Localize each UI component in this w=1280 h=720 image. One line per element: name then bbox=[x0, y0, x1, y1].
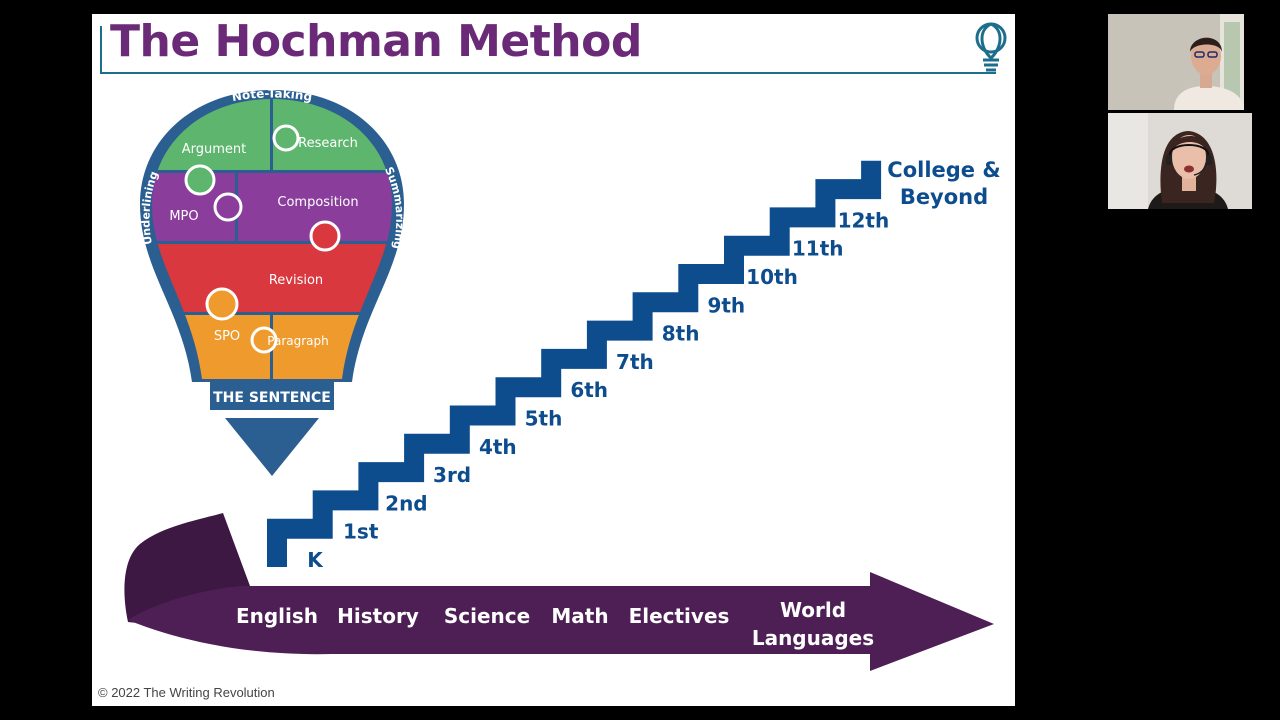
grade-step-label: 1st bbox=[343, 520, 379, 544]
grade-step-label: 10th bbox=[746, 265, 798, 289]
slide-graphics: THE SENTENCE Note-Taking Underlining Sum… bbox=[124, 22, 1007, 671]
subject-world-line1: World bbox=[780, 598, 846, 622]
subject-english: English bbox=[236, 604, 318, 628]
the-sentence-label: THE SENTENCE bbox=[213, 390, 331, 406]
subject-math: Math bbox=[551, 604, 608, 628]
copyright-notice: © 2022 The Writing Revolution bbox=[98, 685, 275, 700]
presentation-slide: The Hochman Method bbox=[92, 14, 1015, 706]
spo-piece bbox=[152, 315, 270, 379]
staircase-steps bbox=[267, 160, 882, 567]
argument-label: Argument bbox=[182, 142, 247, 157]
grade-step-label: 8th bbox=[662, 322, 700, 346]
participant-2-avatar bbox=[1108, 113, 1252, 209]
grade-step-label: 6th bbox=[570, 378, 608, 402]
grade-step-label: K bbox=[307, 548, 324, 572]
research-label: Research bbox=[298, 136, 358, 151]
spo-label: SPO bbox=[214, 329, 240, 344]
title-underline bbox=[100, 72, 996, 74]
college-label-line2: Beyond bbox=[900, 185, 988, 209]
revision-piece bbox=[152, 244, 392, 312]
composition-label: Composition bbox=[277, 195, 358, 210]
title-frame-line bbox=[100, 26, 102, 74]
paragraph-label: Paragraph bbox=[267, 334, 328, 348]
grade-step-label: 9th bbox=[707, 293, 745, 317]
subject-banner-arrow bbox=[128, 572, 994, 671]
grade-step-label: 3rd bbox=[433, 463, 471, 487]
lightbulb-icon bbox=[975, 22, 1007, 72]
bulb-base bbox=[210, 382, 334, 410]
subject-science: Science bbox=[444, 604, 530, 628]
mpo-label: MPO bbox=[169, 209, 198, 224]
college-label-line1: College & bbox=[887, 158, 1000, 182]
grade-step-label: 11th bbox=[792, 237, 844, 261]
subject-electives: Electives bbox=[629, 604, 730, 628]
grade-step-label: 5th bbox=[525, 407, 563, 431]
participant-1-avatar bbox=[1108, 14, 1244, 110]
paragraph-piece bbox=[273, 315, 392, 379]
revision-label: Revision bbox=[269, 273, 323, 288]
participant-video-tile-2[interactable] bbox=[1108, 113, 1252, 209]
participant-video-tile-1[interactable] bbox=[1108, 14, 1244, 110]
grade-step-label: 4th bbox=[479, 435, 517, 459]
subject-history: History bbox=[337, 604, 419, 628]
note-taking-label: Note-Taking bbox=[231, 86, 314, 104]
grade-step-label: 2nd bbox=[385, 491, 427, 515]
grade-step-label: 12th bbox=[838, 208, 890, 232]
down-arrow-icon bbox=[225, 418, 319, 476]
grade-step-label: 7th bbox=[616, 350, 654, 374]
slide-title: The Hochman Method bbox=[110, 16, 642, 67]
subject-world-line2: Languages bbox=[752, 626, 874, 650]
